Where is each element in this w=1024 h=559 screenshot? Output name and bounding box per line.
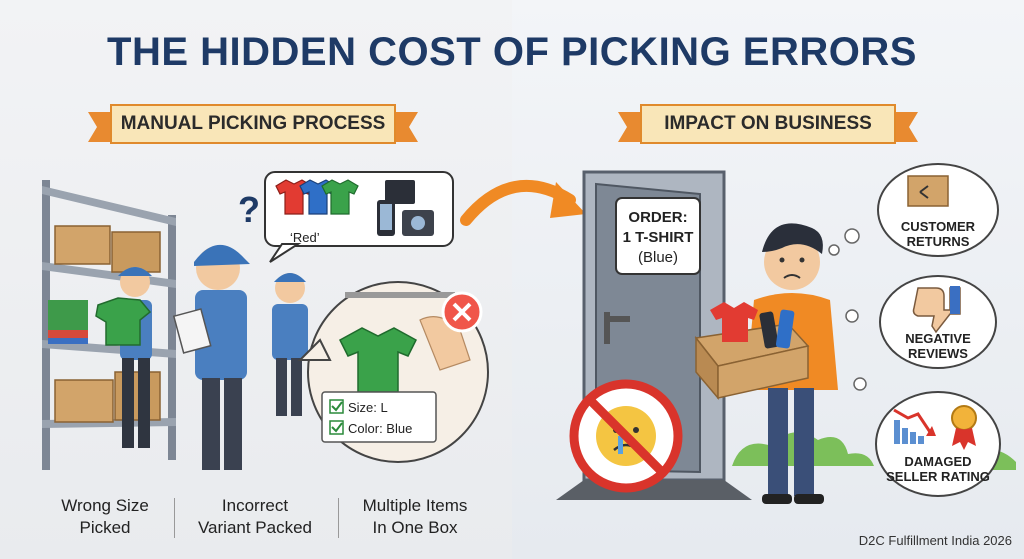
impact-rating-line2: SELLER RATING — [886, 469, 990, 484]
caption-wrong-size: Wrong Size Picked — [30, 495, 180, 539]
caption-wrong-size-line2: Picked — [79, 518, 131, 537]
caption-multiple-items-line1: Multiple Items — [362, 496, 468, 515]
customer-returns-cloud: CUSTOMER RETURNS — [877, 163, 999, 257]
box-return-icon — [907, 175, 949, 207]
impact-banner-label: IMPACT ON BUSINESS — [640, 104, 896, 144]
caption-wrong-size-line1: Wrong Size — [61, 496, 149, 515]
product-options-bubble: ‘Red’ — [264, 171, 454, 263]
manual-picking-banner: MANUAL PICKING PROCESS — [88, 104, 418, 146]
unhappy-customer — [694, 223, 838, 504]
caption-incorrect-variant-line1: Incorrect — [221, 496, 289, 515]
impact-returns-line1: CUSTOMER — [901, 219, 976, 234]
order-sign: ORDER: 1 T-SHIRT (Blue) — [615, 197, 701, 275]
warehouse-illustration: ? ‘Red’ Size: L Co — [42, 171, 489, 470]
impact-rating-line1: DAMAGED — [904, 454, 971, 469]
checklist-color: Color: Blue — [348, 421, 412, 436]
worker-with-clipboard — [172, 244, 250, 470]
checkbox-checked-icon — [329, 399, 344, 414]
bubble-red-label: ‘Red’ — [290, 230, 320, 245]
flow-arrow-icon — [460, 179, 586, 226]
business-impact-illustration: ORDER: 1 T-SHIRT (Blue) — [556, 163, 1016, 504]
caption-multiple-items: Multiple Items In One Box — [340, 495, 490, 539]
confusion-question-mark: ? — [238, 189, 260, 230]
order-sign-line1: ORDER: — [628, 209, 687, 226]
checklist-card: Size: L Color: Blue — [321, 391, 437, 443]
checklist-size: Size: L — [348, 400, 388, 415]
award-ribbon-icon — [951, 405, 977, 450]
impact-reviews-line1: NEGATIVE — [905, 331, 971, 346]
page-title: THE HIDDEN COST OF PICKING ERRORS — [107, 30, 917, 74]
caption-incorrect-variant-line2: Variant Packed — [197, 518, 313, 537]
caption-separator — [338, 498, 339, 538]
prohibited-sad-face-icon — [569, 379, 683, 493]
impact-banner: IMPACT ON BUSINESS — [618, 104, 918, 146]
left-panel-background — [0, 0, 512, 559]
worker-holding-shirt — [95, 267, 152, 448]
order-sign-line3: (Blue) — [638, 249, 678, 266]
order-sign-line2: 1 T-SHIRT — [623, 229, 694, 246]
footer-credit: D2C Fulfillment India 2026 — [858, 533, 1012, 548]
caption-incorrect-variant: Incorrect Variant Packed — [180, 495, 330, 539]
seller-rating-cloud: DAMAGED SELLER RATING — [875, 391, 1001, 497]
declining-chart-icon — [893, 408, 936, 444]
negative-reviews-cloud: NEGATIVE REVIEWS — [879, 275, 997, 369]
manual-picking-banner-label: MANUAL PICKING PROCESS — [110, 104, 396, 144]
caption-separator — [174, 498, 175, 538]
checkbox-checked-icon — [329, 420, 344, 435]
worker-scratching-head — [272, 273, 308, 416]
impact-reviews-line2: REVIEWS — [908, 346, 968, 361]
caption-multiple-items-line2: In One Box — [372, 518, 458, 537]
impact-returns-line2: RETURNS — [907, 234, 970, 249]
